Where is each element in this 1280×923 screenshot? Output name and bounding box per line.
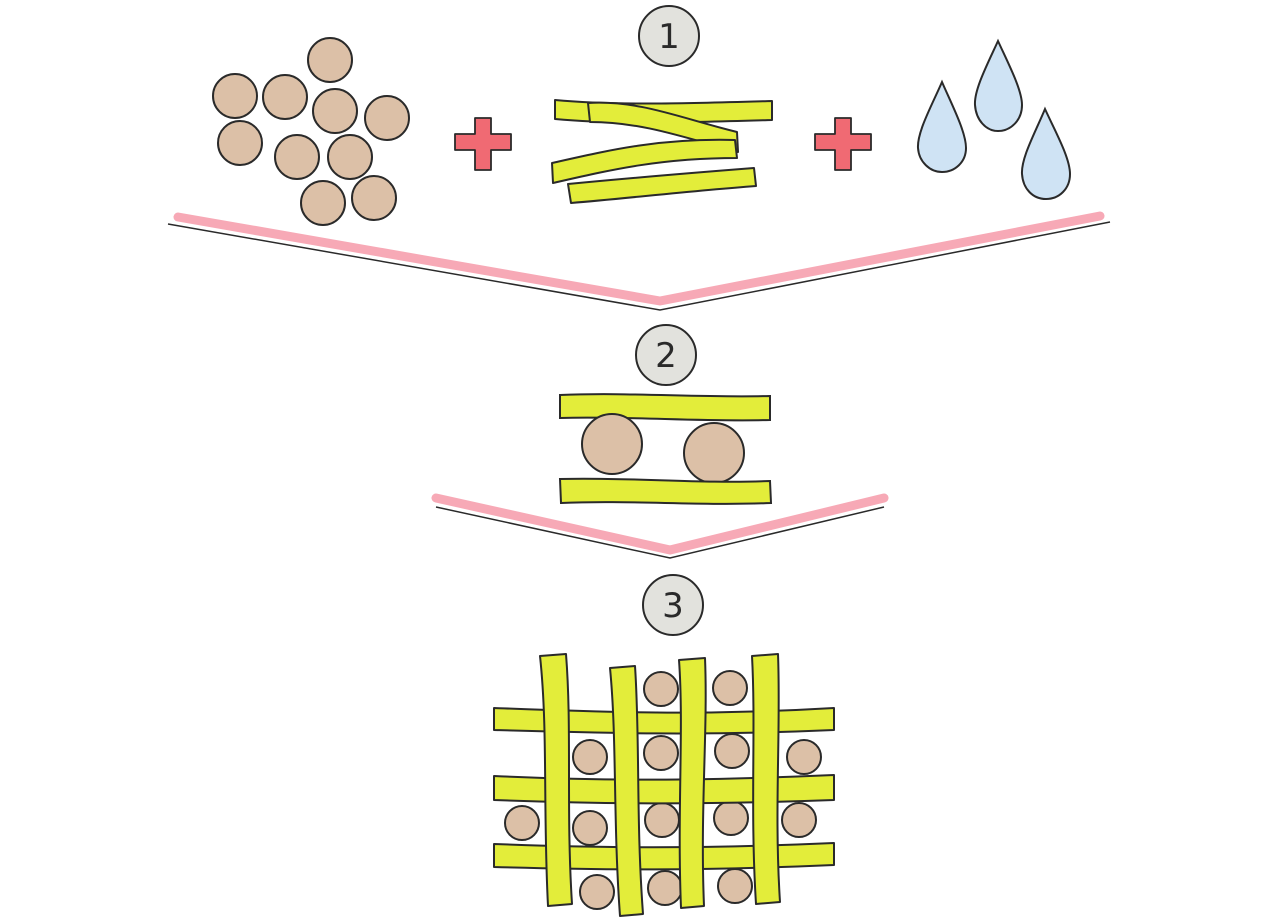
fiber-bundle [551, 99, 773, 204]
particle-icon [274, 134, 320, 180]
fiber-strand-icon [539, 653, 573, 907]
particle-icon [781, 802, 817, 838]
particle-icon [713, 800, 749, 836]
plus-icon [454, 117, 512, 171]
horizontal-fibers [493, 707, 835, 871]
fiber-strand-icon [551, 138, 738, 184]
step-1-number: 1 [658, 17, 680, 57]
fiber-strand-icon [493, 842, 835, 871]
water-drop-icon [973, 38, 1024, 133]
particle-icon [572, 810, 608, 846]
fiber-strand-icon [678, 657, 707, 909]
fiber-strand-icon [751, 653, 781, 905]
water-drop-icon [1020, 106, 1072, 201]
fiber-strand-icon [559, 393, 771, 422]
step-2-badge: 2 [635, 324, 697, 386]
water-drop-icon [916, 79, 968, 174]
composite-particles [504, 670, 822, 910]
step-3-badge: 3 [642, 574, 704, 636]
step-3-number: 3 [662, 586, 684, 626]
particle-icon [327, 134, 373, 180]
water-drops [916, 38, 1072, 201]
particle-icon [307, 37, 353, 83]
particle-icon [579, 874, 615, 910]
fiber-strand-icon [493, 707, 835, 735]
particle-icon [217, 120, 263, 166]
fiber-particle-sandwich [558, 393, 773, 505]
particle-icon [572, 739, 608, 775]
fiber-strand-icon [558, 477, 773, 505]
woven-composite [493, 653, 835, 917]
particle-icon [212, 73, 258, 119]
particle-icon [717, 868, 753, 904]
funnel-arrow-2 [431, 493, 889, 559]
plus-icon [814, 117, 872, 171]
vertical-fibers [539, 653, 781, 917]
particle-icon [647, 870, 683, 906]
fiber-strand-icon [609, 665, 644, 917]
particle-icon [643, 671, 679, 707]
particle-icon [364, 95, 410, 141]
particle-icon [714, 733, 750, 769]
particle-icon [504, 805, 540, 841]
particle-cluster [212, 37, 410, 226]
particle-icon [683, 422, 745, 484]
particle-icon [262, 74, 308, 120]
particle-icon [644, 802, 680, 838]
step-2-number: 2 [655, 336, 677, 376]
particle-icon [712, 670, 748, 706]
step-1-badge: 1 [638, 5, 700, 67]
particle-icon [300, 180, 346, 226]
particle-icon [351, 175, 397, 221]
particle-icon [581, 413, 643, 475]
particle-icon [786, 739, 822, 775]
fiber-strand-icon [567, 167, 757, 204]
particle-icon [643, 735, 679, 771]
funnel-arrow-1 [167, 211, 1111, 311]
fiber-strand-icon [493, 774, 835, 805]
particle-icon [312, 88, 358, 134]
